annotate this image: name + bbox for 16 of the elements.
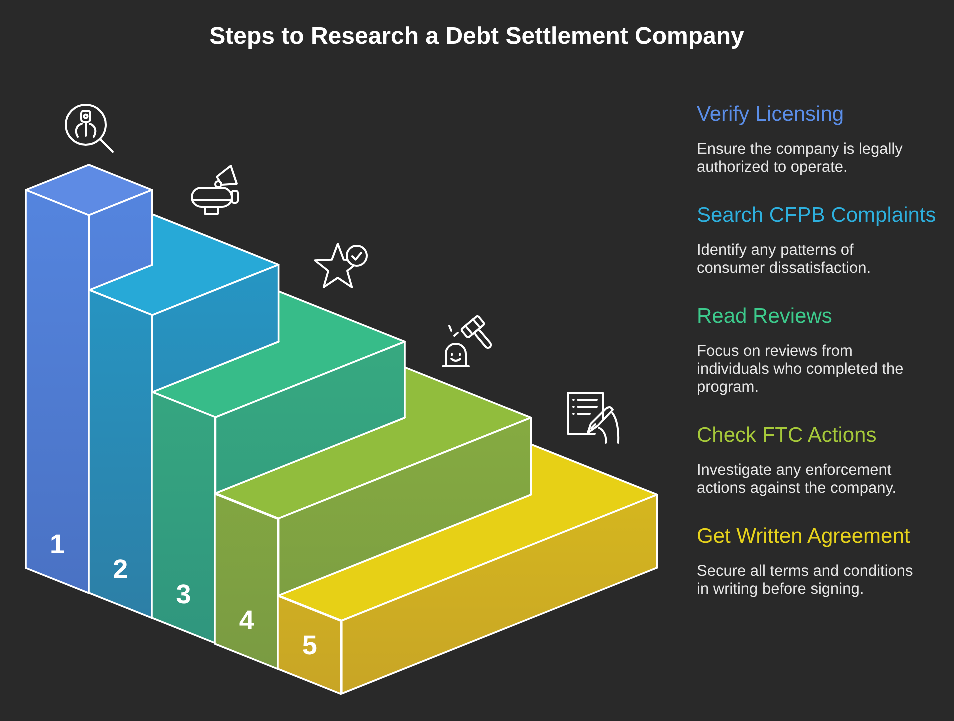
step-number: 4: [239, 607, 254, 634]
step-description: Secure all terms and conditions in writing before signing.: [697, 563, 914, 599]
step-description: Focus on reviews from individuals who completed the program.: [697, 343, 905, 397]
step-heading: Verify Licensing: [697, 103, 846, 127]
step-description: Ensure the company is legally authorized to operate.: [697, 141, 904, 177]
step-heading: Check FTC Actions: [697, 424, 878, 448]
step-heading: Get Written Agreement: [697, 525, 912, 549]
step-description: Investigate any enforcement actions against the company.: [697, 462, 898, 498]
step-heading: Read Reviews: [697, 305, 834, 329]
step-heading: Search CFPB Complaints: [697, 204, 936, 228]
step-number: 2: [113, 556, 128, 584]
step-number: 1: [50, 532, 66, 559]
step-number: 5: [302, 632, 318, 660]
step-number: 3: [176, 582, 192, 609]
title: Steps to Research a Debt Settlement Company: [210, 22, 744, 52]
step-description: Identify any patterns of consumer dissatisfaction.: [697, 242, 872, 278]
